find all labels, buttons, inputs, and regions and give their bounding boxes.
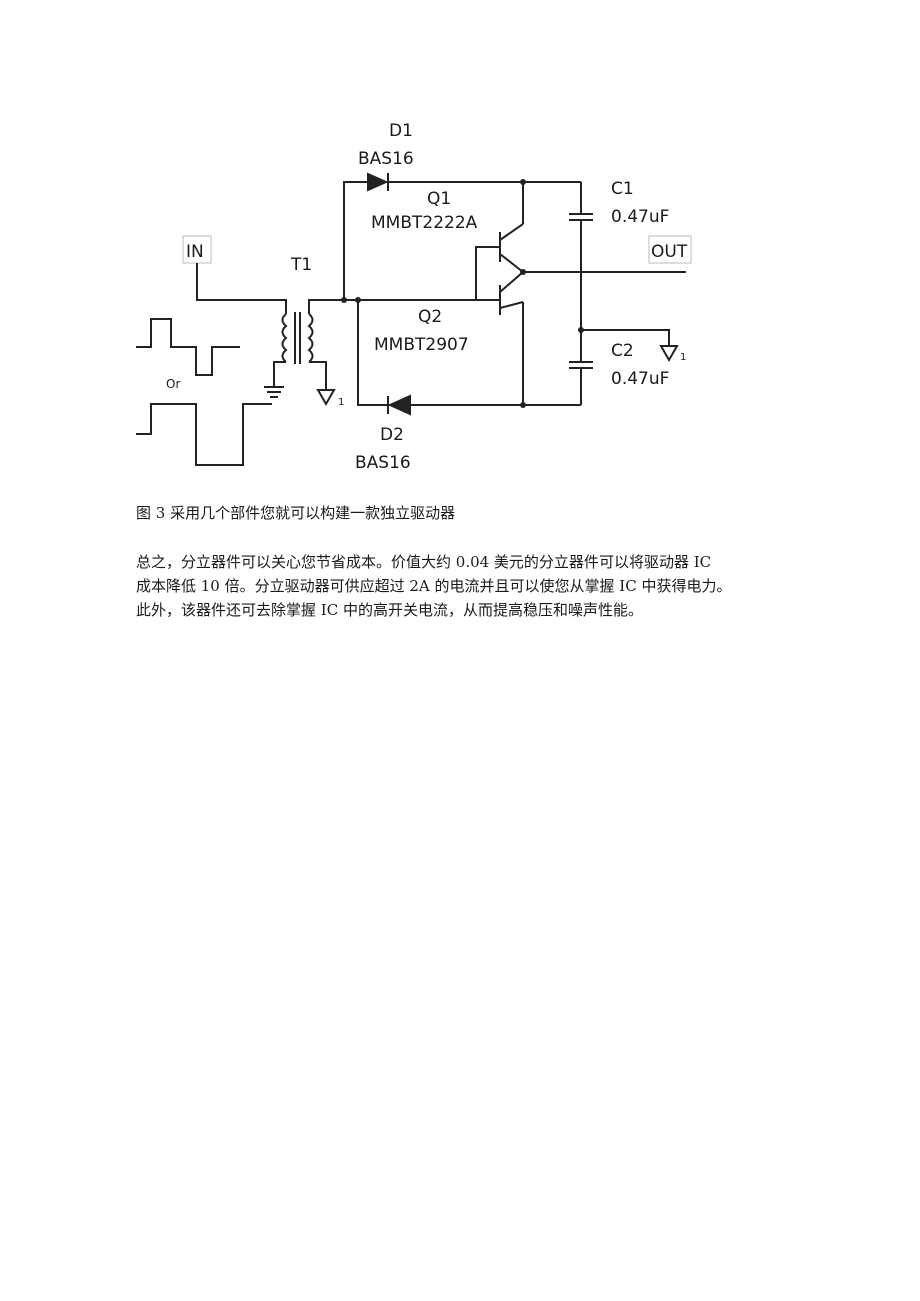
secondary-coil xyxy=(307,313,314,363)
circuit-schematic: D1 BAS16 Q1 MMBT2222A C1 0.47uF IN OUT T… xyxy=(136,121,692,472)
diode-d2-icon xyxy=(387,394,411,416)
q1-base-wire xyxy=(475,246,500,300)
label-d1: D1 xyxy=(389,121,413,141)
secondary-top-wire xyxy=(308,299,344,314)
label-in: IN xyxy=(186,242,204,262)
label-t1: T1 xyxy=(290,255,312,275)
paragraph-line: 成本降低 10 倍。分立驱动器可供应超过 2A 的电流并且可以使您从掌握 IC … xyxy=(136,577,732,595)
signal-ground-icon xyxy=(316,389,336,407)
in-wire xyxy=(196,263,287,314)
paragraph-line: 总之，分立器件可以关心您节省成本。价值大约 0.04 美元的分立器件可以将驱动器… xyxy=(136,553,712,571)
label-d2-part: BAS16 xyxy=(355,453,411,472)
cap-ground-icon xyxy=(659,345,679,363)
circuit-figure: D1 BAS16 Q1 MMBT2222A C1 0.47uF IN OUT T… xyxy=(136,112,696,472)
body-paragraph: 总之，分立器件可以关心您节省成本。价值大约 0.04 美元的分立器件可以将驱动器… xyxy=(136,550,816,622)
label-d1-part: BAS16 xyxy=(358,149,414,169)
d1-left-wire xyxy=(343,181,368,300)
primary-coil xyxy=(281,313,288,363)
label-q2: Q2 xyxy=(418,307,442,327)
pulse-waveform-2 xyxy=(136,403,272,466)
figure-caption: 图 3 采用几个部件您就可以构建一款独立驱动器 xyxy=(136,504,456,522)
primary-ground-wire xyxy=(273,361,286,387)
label-gnd-ref-2: 1 xyxy=(680,352,686,363)
secondary-bottom-wire xyxy=(309,361,327,390)
paragraph-line: 此外，该器件还可去除掌握 IC 中的高开关电流，从而提高稳压和噪声性能。 xyxy=(136,601,643,619)
capacitor-c2-icon xyxy=(569,330,593,405)
cap-midpoint-wire xyxy=(581,329,670,346)
diode-d1-icon xyxy=(367,172,389,192)
capacitor-c1-icon xyxy=(569,182,593,330)
label-d2: D2 xyxy=(380,425,404,445)
ground-icon xyxy=(264,386,284,398)
label-c2-value: 0.47uF xyxy=(611,369,669,389)
pulse-waveform-1 xyxy=(136,318,240,376)
label-c1-value: 0.47uF xyxy=(611,207,669,227)
label-out: OUT xyxy=(651,242,688,262)
junction-dots xyxy=(341,179,584,408)
label-q1-part: MMBT2222A xyxy=(371,213,478,233)
label-c2: C2 xyxy=(611,341,634,361)
label-gnd-ref-1: 1 xyxy=(338,397,344,408)
out-label-box xyxy=(648,235,692,264)
q2-transistor-icon xyxy=(499,271,524,315)
label-q1: Q1 xyxy=(427,189,451,209)
transformer-core xyxy=(294,312,301,364)
q1-transistor-icon xyxy=(499,223,524,273)
label-c1: C1 xyxy=(611,179,634,199)
label-or: Or xyxy=(166,377,180,391)
label-q2-part: MMBT2907 xyxy=(374,335,469,355)
